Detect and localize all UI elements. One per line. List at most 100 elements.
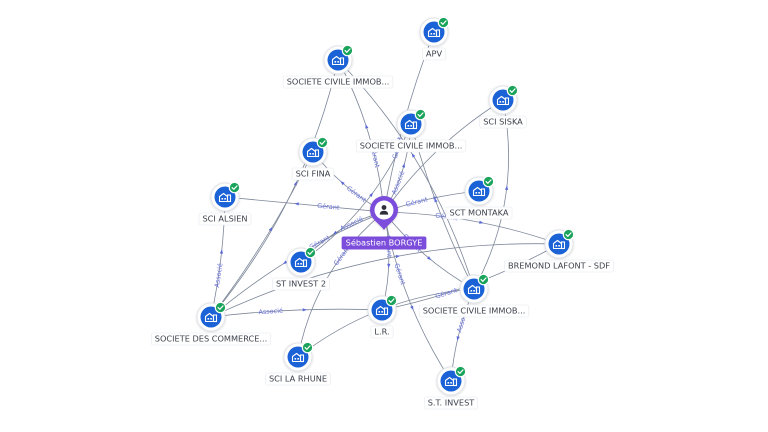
verified-check-icon: [562, 228, 575, 241]
edge-center-sci-la-rhune: [297, 211, 385, 358]
building-icon: [552, 239, 566, 250]
company-node-sct-montaka[interactable]: SCT MONTAKA: [445, 175, 513, 220]
node-label-box: [272, 277, 330, 291]
node-label-box: [355, 139, 467, 153]
company-node-st-invest-2[interactable]: ST INVEST 2: [272, 246, 330, 291]
edge-label: Associé: [213, 263, 224, 288]
node-layer: APV SOCIETE CIVILE IMMOB... SCI SISKA SOCIE…: [150, 16, 614, 410]
edge-arrow-icon: [219, 249, 224, 254]
node-circle: [463, 278, 485, 300]
node-label-box: [445, 206, 513, 220]
company-node-sci-la-rhune[interactable]: SCI LA RHUNE: [265, 341, 331, 386]
verified-check-icon: [214, 301, 227, 314]
node-label-box: [282, 75, 394, 89]
company-node-label: SCI FINA: [296, 169, 331, 179]
building-icon: [291, 352, 305, 363]
center-person-label: Sébastien BORGYE: [346, 238, 423, 248]
edge-soc-commerce-lr: [210, 308, 383, 318]
node-label-box: [418, 304, 530, 318]
edge-arrow-icon: [426, 256, 432, 261]
building-icon: [444, 376, 458, 387]
node-label-box: [198, 212, 252, 226]
edge-label: Gérant: [434, 286, 458, 301]
company-node-sci-siska[interactable]: SCI SISKA: [479, 84, 527, 129]
edge-label: Gérant: [345, 184, 368, 204]
edge-arrow-icon: [411, 153, 416, 158]
verified-check-icon: [316, 136, 329, 149]
edge-arrow-icon: [365, 124, 369, 129]
company-node-sci-immo-3[interactable]: SOCIETE CIVILE IMMOB...: [418, 273, 530, 318]
company-node-label: L.R.: [374, 327, 389, 337]
node-circle: [290, 251, 312, 273]
edge-arrow-icon: [395, 255, 401, 259]
building-icon: [472, 186, 486, 197]
node-label-box: [150, 332, 272, 346]
edge-label-layer: GérantGérantAssociéGérantGérantGérantGér…: [213, 136, 470, 334]
company-node-sci-immo-1[interactable]: SOCIETE CIVILE IMMOB...: [282, 44, 394, 89]
node-circle: [287, 346, 309, 368]
node-circle: [214, 186, 236, 208]
company-node-apv[interactable]: APV: [419, 16, 450, 61]
node-circle: [423, 21, 445, 43]
node-circle: [400, 113, 422, 135]
edge-arrow-icon: [282, 260, 288, 265]
node-circle: [492, 89, 514, 111]
edge-label: Associé: [339, 215, 365, 233]
company-node-st-invest[interactable]: S.T. INVEST: [423, 365, 479, 410]
building-icon: [331, 55, 345, 66]
node-circle: [548, 233, 570, 255]
center-person-node[interactable]: Sébastien BORGYE: [341, 196, 427, 250]
company-node-label: SOCIETE CIVILE IMMOB...: [360, 141, 463, 151]
company-node-sci-alsien[interactable]: SCI ALSIEN: [198, 181, 252, 226]
company-node-label: SCI ALSIEN: [202, 214, 247, 224]
verified-check-icon: [506, 84, 519, 97]
verified-check-icon: [414, 108, 427, 121]
company-node-soc-commerce[interactable]: SOCIETE DES COMMERCE...: [150, 301, 272, 346]
edge-arrow-icon: [268, 226, 273, 232]
company-node-sci-fina[interactable]: SCI FINA: [291, 136, 335, 181]
edge-arrow-icon: [456, 336, 460, 341]
building-icon: [204, 312, 218, 323]
building-icon: [427, 27, 441, 38]
edge-label: Gérant: [392, 262, 407, 286]
edge-center-sci-alsien: [224, 196, 385, 213]
edge-center-bremond: [383, 211, 560, 245]
edge-label: Associé: [390, 170, 406, 196]
company-node-label: ST INVEST 2: [276, 279, 326, 289]
edge-soc-commerce-bremond: [210, 243, 560, 318]
edge-arrow-icon: [302, 308, 308, 312]
node-label-box: [265, 372, 331, 386]
company-node-label: SCI SISKA: [483, 117, 523, 127]
verified-check-icon: [454, 365, 467, 378]
node-circle: [200, 306, 222, 328]
company-node-lr[interactable]: L.R.: [367, 294, 398, 339]
company-node-label: SOCIETE CIVILE IMMOB...: [423, 306, 526, 316]
edge-arrow-icon: [401, 163, 406, 168]
company-node-label: SOCIETE CIVILE IMMOB...: [287, 77, 390, 87]
company-node-sci-immo-2[interactable]: SOCIETE CIVILE IMMOB...: [355, 108, 467, 153]
node-circle: [468, 180, 490, 202]
node-label-box: [291, 167, 335, 181]
node-circle: [371, 299, 393, 321]
company-node-bremond[interactable]: BREMOND LAFONT - SDF: [504, 228, 614, 273]
verified-check-icon: [385, 294, 398, 307]
building-icon: [306, 147, 320, 158]
company-node-label: SCI LA RHUNE: [269, 374, 327, 384]
node-circle: [302, 141, 324, 163]
building-icon: [294, 257, 308, 268]
edge-arrow-icon: [479, 220, 484, 224]
edge-label: Gérant: [317, 202, 340, 212]
edge-arrow-icon: [369, 192, 374, 197]
company-node-label: S.T. INVEST: [428, 398, 476, 408]
edge-label: Associé: [258, 307, 283, 317]
company-node-label: SOCIETE DES COMMERCE...: [155, 334, 267, 344]
node-label-box: [479, 115, 527, 129]
verified-check-icon: [341, 44, 354, 57]
edge-arrow-icon: [340, 181, 345, 186]
verified-check-icon: [482, 175, 495, 188]
node-label-box: [423, 396, 479, 410]
node-label-box: [504, 259, 614, 273]
verified-check-icon: [301, 341, 314, 354]
edge-arrow-icon: [434, 197, 438, 203]
